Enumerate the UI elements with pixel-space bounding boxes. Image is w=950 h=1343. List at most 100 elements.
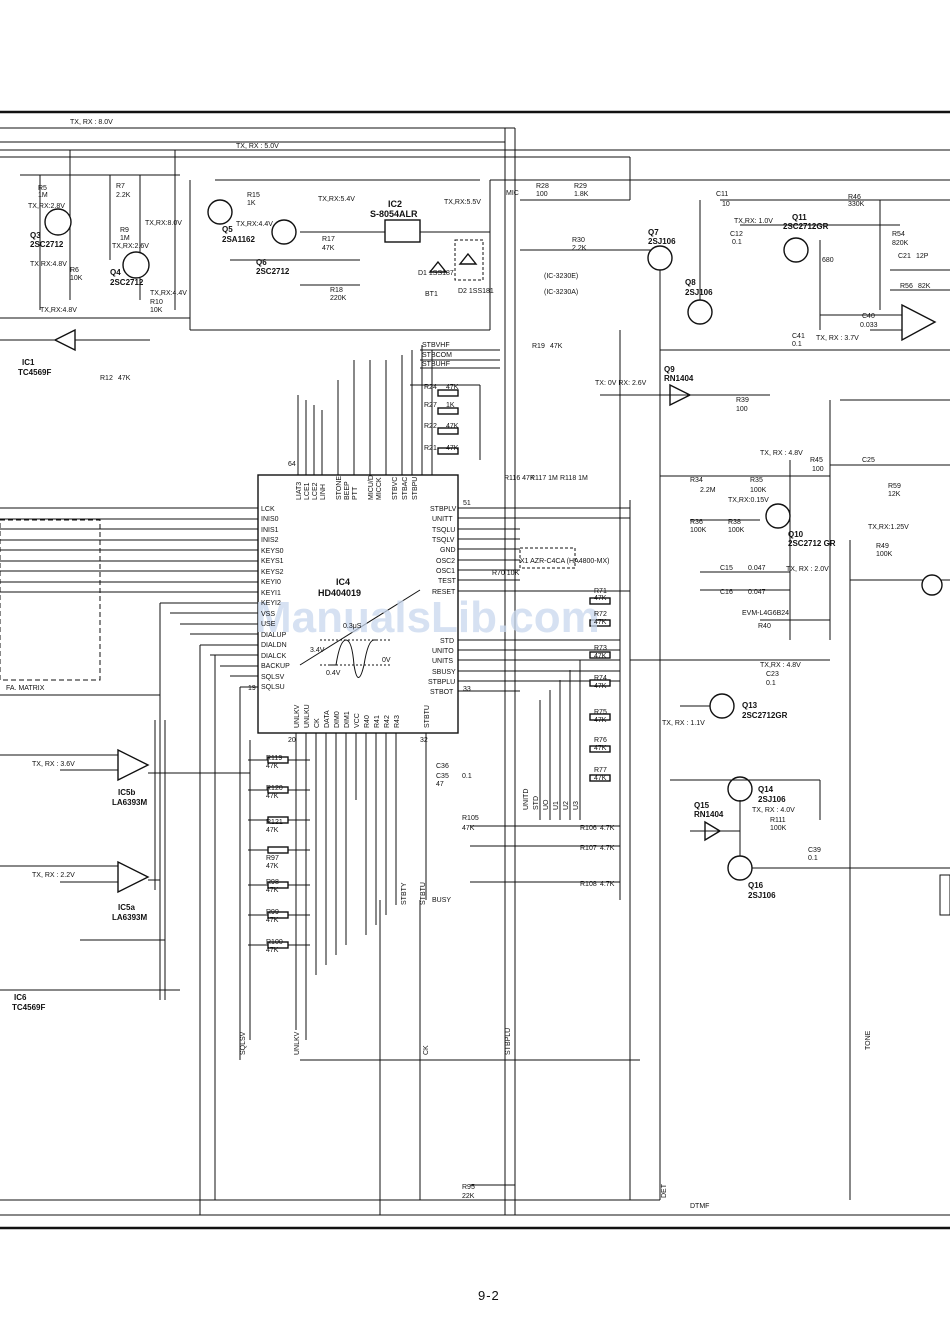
svg-text:47: 47 xyxy=(436,781,444,788)
r40-label: R40 xyxy=(758,623,771,630)
watermark: ManualsLib.com xyxy=(255,593,600,642)
svg-text:1M: 1M xyxy=(38,192,48,199)
svg-text:R10: R10 xyxy=(150,299,163,306)
svg-text:1.8K: 1.8K xyxy=(574,191,589,198)
q8-part-label: 2SJ106 xyxy=(685,288,713,297)
q3-ref-label: Q3 xyxy=(30,231,41,240)
svg-text:R38: R38 xyxy=(728,519,741,526)
q3-transistor xyxy=(44,208,72,236)
ic1-buffer xyxy=(53,328,76,352)
q9-ref-label: Q9 xyxy=(664,365,675,374)
svg-text:C21: C21 xyxy=(898,253,911,260)
voltage-label: TX,RX:5.5V xyxy=(444,199,481,206)
pin-label: LCE1 xyxy=(304,482,311,500)
q6-ref-label: Q6 xyxy=(256,258,267,267)
svg-text:47K: 47K xyxy=(266,827,279,834)
voltage-label: TX,RX:4.8V xyxy=(40,307,77,314)
voltage-label: TX, RX : 1.1V xyxy=(662,720,705,727)
pin-label: GND xyxy=(440,547,456,554)
ic2-part-label: S-8054ALR xyxy=(370,209,418,219)
pin-label: LCE2 xyxy=(312,482,319,500)
pin-label: LCK xyxy=(261,506,275,513)
svg-text:0.1: 0.1 xyxy=(732,239,742,246)
svg-text:R22: R22 xyxy=(424,423,437,430)
bt1-label: BT1 xyxy=(425,291,438,298)
bus-label: DTMF xyxy=(690,1203,709,1210)
q11-transistor xyxy=(783,237,809,263)
pin-label: KEYI0 xyxy=(261,579,281,586)
pin-label: UNLKU xyxy=(304,704,311,728)
ic4-package xyxy=(257,474,459,734)
q7-part-label: 2SJ106 xyxy=(648,237,676,246)
evm-label: EVM-L4G6B24 xyxy=(742,610,789,617)
pin-number: 20 xyxy=(288,737,296,744)
d2-label: D2 1SS181 xyxy=(458,288,494,295)
svg-text:R35: R35 xyxy=(750,477,763,484)
pin-label: TSQLV xyxy=(432,537,455,544)
svg-text:47K: 47K xyxy=(594,745,607,752)
svg-text:47K: 47K xyxy=(446,445,459,452)
svg-text:R27: R27 xyxy=(424,402,437,409)
voltage-label: TX,RX:0.15V xyxy=(728,497,769,504)
svg-text:47K: 47K xyxy=(446,423,459,430)
pin-label: KEYI1 xyxy=(261,590,281,597)
svg-text:22K: 22K xyxy=(462,1193,475,1200)
svg-text:R15: R15 xyxy=(247,192,260,199)
ic4-bottom-pin-labels: UNLKV UNLKU CK DATA DIM0 DIM1 VCC R40 R4… xyxy=(294,704,431,728)
svg-text:10K: 10K xyxy=(150,307,163,314)
svg-text:R36: R36 xyxy=(690,519,703,526)
bus-label: SQLSV xyxy=(240,1031,247,1055)
svg-text:47K: 47K xyxy=(462,825,475,832)
ic6-ref-label: IC6 xyxy=(14,993,27,1002)
q7-ref-label: Q7 xyxy=(648,228,659,237)
q10-section xyxy=(660,399,950,1200)
svg-text:R107: R107 xyxy=(580,845,597,852)
ic5a-ref-label: IC5a xyxy=(118,903,135,912)
svg-text:R76: R76 xyxy=(594,737,607,744)
svg-text:47K: 47K xyxy=(322,245,335,252)
q15-ref-label: Q15 xyxy=(694,801,710,810)
q11-ref-label: Q11 xyxy=(792,213,807,222)
svg-text:C16: C16 xyxy=(720,589,733,596)
q3-q4-section xyxy=(0,150,190,352)
pin-label: SBUSY xyxy=(432,669,456,676)
svg-text:0.1: 0.1 xyxy=(462,773,472,780)
svg-text:47K: 47K xyxy=(594,775,607,782)
q5-transistor xyxy=(207,199,233,225)
q10-part-label: 2SC2712 GR xyxy=(788,539,836,548)
svg-text:12P: 12P xyxy=(916,253,929,260)
svg-text:47K: 47K xyxy=(266,763,279,770)
q4-transistor xyxy=(122,251,150,279)
svg-text:100K: 100K xyxy=(770,825,787,832)
pin-label: STBPU xyxy=(412,477,419,500)
svg-text:R73: R73 xyxy=(594,645,607,652)
svg-text:2.2M: 2.2M xyxy=(700,487,716,494)
voltage-label: TX, RX : 8.0V xyxy=(70,119,113,126)
voltage-label: TX,RX:8.0V xyxy=(145,220,182,227)
pin-label: STBAC xyxy=(402,477,409,500)
pin-label: MICCK xyxy=(376,477,383,500)
pin-label: PTT xyxy=(352,486,359,500)
pin-number: 51 xyxy=(463,500,471,507)
ic4-right-pins xyxy=(458,330,631,1200)
q10-ref-label: Q10 xyxy=(788,530,804,539)
pin-label: BEEP xyxy=(344,481,351,500)
r70-label: R70 10K xyxy=(492,570,520,577)
ic5a-part-label: LA6393M xyxy=(112,913,147,922)
d1-label: D1 1SS187 xyxy=(418,270,454,277)
svg-text:10K: 10K xyxy=(70,275,83,282)
ic4-top-pin-labels: LIAT3 LCE1 LCE2 LINH STONE BEEP PTT MICU… xyxy=(296,475,419,500)
resistor-stack-r97-r121 xyxy=(248,740,640,1215)
bus-label: STBCOM xyxy=(422,352,452,359)
voltage-label: TX, RX : 2.2V xyxy=(32,872,75,879)
q13-transistor xyxy=(709,693,735,719)
q3-part-label: 2SC2712 xyxy=(30,240,64,249)
voltage-label: TX, RX : 2.0V xyxy=(786,566,829,573)
x1-resonator-label: X1 AZR-C4CA (HA4800-MX) xyxy=(520,558,609,565)
ic5a-opamp xyxy=(117,860,150,894)
scope-period: 0.3μS xyxy=(343,623,362,630)
ic4-bottom-pins xyxy=(295,733,427,1040)
voltage-label: TX,RX:1.25V xyxy=(868,524,909,531)
q11-part-label: 2SC2712GR xyxy=(783,222,829,231)
resistor-ladder-r71-r77 xyxy=(470,597,620,883)
